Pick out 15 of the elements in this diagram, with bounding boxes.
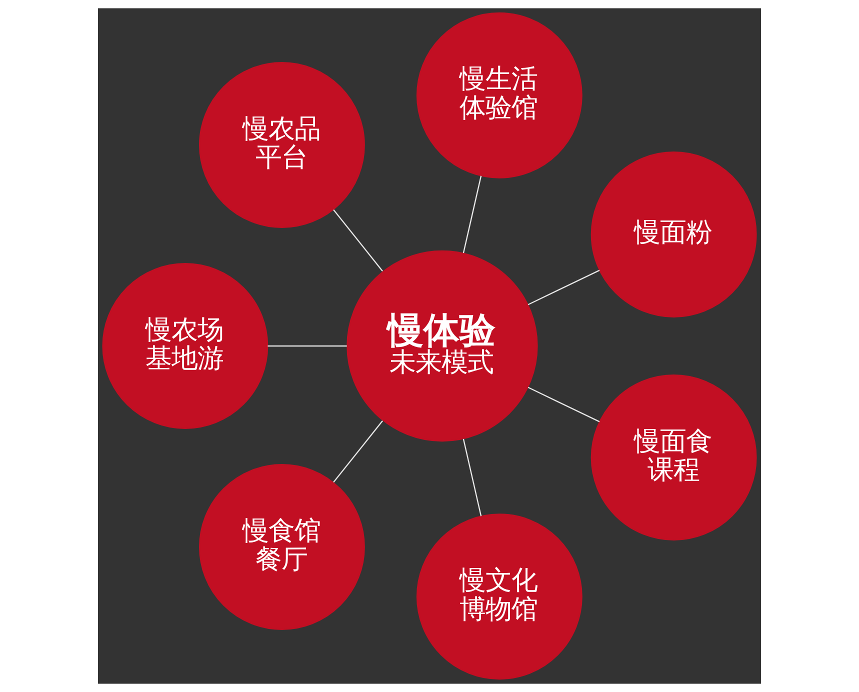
connector (528, 386, 600, 422)
connector (268, 345, 347, 347)
node-circle: 慢食馆餐厅 (199, 464, 365, 630)
connector (333, 420, 384, 483)
connector (462, 438, 482, 516)
node-circle: 慢生活体验馆 (416, 12, 582, 178)
node-circle: 慢体验 未来模式 (346, 250, 538, 442)
connector (462, 176, 482, 254)
node-circle: 慢面粉 (590, 151, 757, 318)
node-circle: 慢文化博物馆 (416, 514, 582, 680)
connector (333, 209, 384, 272)
node-circle: 慢农品平台 (199, 62, 365, 228)
node-circle: 慢农场基地游 (102, 263, 268, 429)
connector (528, 270, 600, 306)
node-circle: 慢面食课程 (590, 374, 757, 540)
